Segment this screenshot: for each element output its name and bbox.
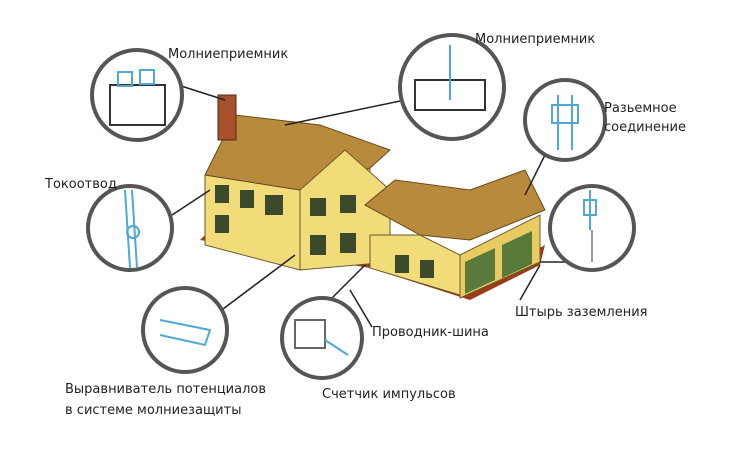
garage-door-2 <box>502 231 532 278</box>
label-connector-line2: соединение <box>604 120 686 135</box>
label-air-terminal-left: Молниеприемник <box>168 47 289 62</box>
garage-door-1 <box>465 248 495 294</box>
pointer-lines <box>171 84 575 328</box>
label-equalizer-line2: в системе молниезащиты <box>65 403 242 418</box>
label-ground-rod: Штырь заземления <box>515 305 648 320</box>
label-surge-counter: Счетчик импульсов <box>322 387 456 402</box>
chimney <box>217 94 237 141</box>
label-bus-conductor: Проводник-шина <box>372 325 489 340</box>
label-down-conductor: Токоотвод <box>45 177 117 192</box>
label-air-terminal-right: Молниеприемник <box>475 32 596 47</box>
windows <box>215 185 434 278</box>
label-connector-line1: Разьемное <box>604 101 677 116</box>
house-wing-roof <box>364 169 546 241</box>
house-wing-wall <box>369 234 461 296</box>
detail-icons <box>109 45 597 356</box>
detail-circles <box>86 33 636 380</box>
label-equalizer-line1: Выравниватель потенциалов <box>65 382 267 397</box>
